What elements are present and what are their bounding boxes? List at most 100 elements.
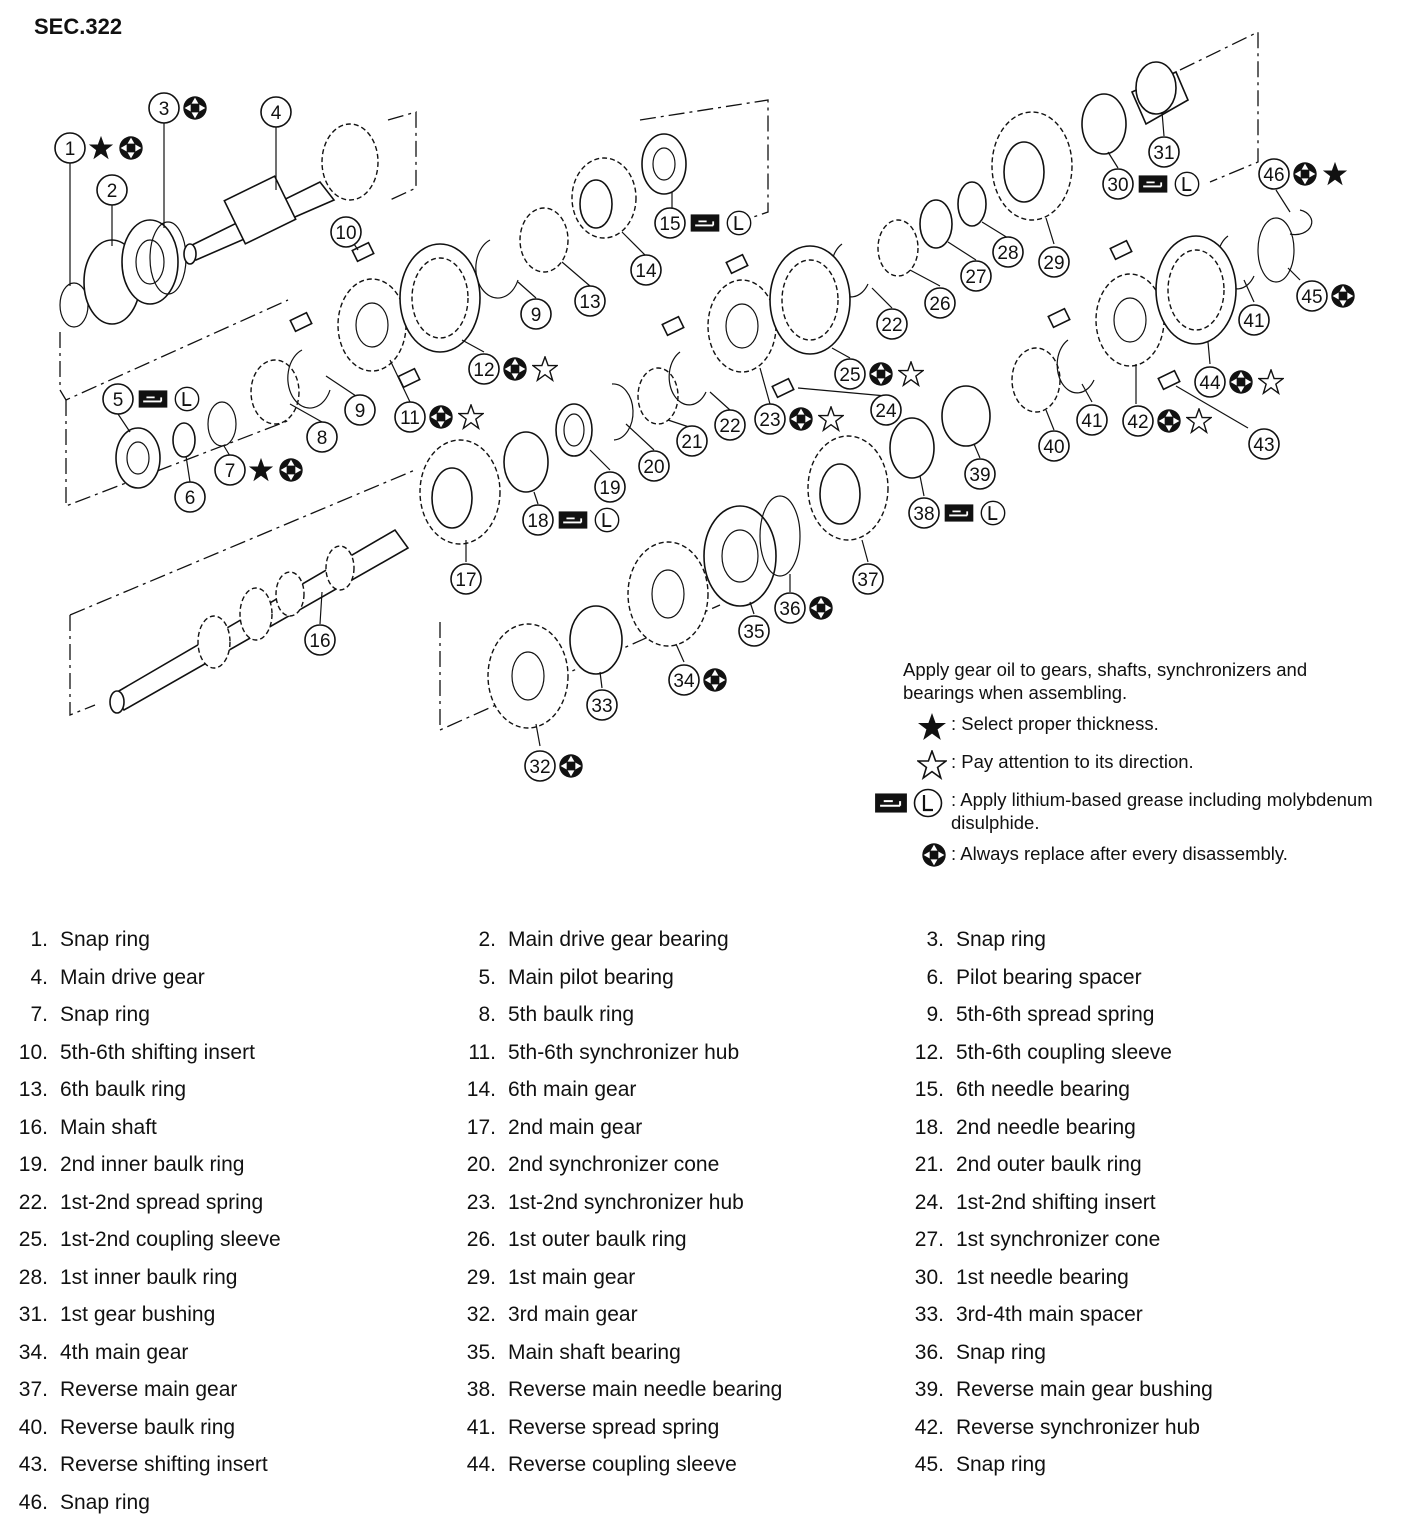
callout-circle: [1122, 405, 1154, 437]
part-number: 35.: [466, 1340, 496, 1364]
callout-circle: [54, 132, 86, 164]
snap-ring-36: [759, 495, 801, 577]
snap-ring-7: [207, 401, 237, 447]
callout-circle: [1238, 304, 1270, 336]
spread-spring-9a: [287, 349, 331, 409]
part-name: Reverse synchronizer hub: [956, 1415, 1200, 1439]
callout-30: 30: [1102, 168, 1200, 200]
callout-circle: [174, 481, 206, 513]
callout-number: 13: [579, 292, 600, 313]
main-pilot-bearing: [115, 427, 161, 489]
callout-number: 11: [400, 408, 420, 429]
part-name: Reverse main needle bearing: [508, 1378, 783, 1401]
shifting-insert-10b: [289, 311, 313, 333]
callout-number: 37: [857, 570, 878, 591]
grease-icon: [557, 511, 589, 529]
callout-number: 8: [317, 428, 328, 449]
callout-42: 42: [1122, 405, 1212, 437]
callout-39: 39: [964, 458, 996, 490]
callout-24: 24: [870, 394, 902, 426]
part-number: 23.: [466, 1190, 496, 1214]
part-number: 43.: [18, 1453, 48, 1476]
part-number: 34.: [18, 1340, 48, 1364]
part-name: 1st-2nd coupling sleeve: [60, 1228, 281, 1251]
grease-lithium-icon: [873, 788, 947, 818]
part-number: 26.: [466, 1228, 496, 1251]
callout-number: 41: [1081, 411, 1102, 432]
callout-6: 6: [174, 481, 206, 513]
callout-circle: [594, 471, 626, 503]
callout-circle: [754, 403, 786, 435]
callout-number: 19: [599, 478, 620, 499]
callout-43: 43: [1248, 428, 1280, 460]
callout-34: 34: [668, 664, 727, 696]
callout-circle: [102, 383, 134, 415]
callout-number: 18: [527, 511, 548, 532]
guide-line: [1179, 30, 1259, 183]
callout-41: 41: [1076, 404, 1108, 436]
callout-circle: [834, 358, 866, 390]
lithium-l-icon: [594, 507, 620, 533]
second-synchronizer-cone: [611, 383, 634, 441]
part-name: Reverse baulk ring: [60, 1415, 236, 1439]
part-name: 2nd inner baulk ring: [60, 1153, 245, 1176]
callout-circle: [638, 450, 670, 482]
callout-number: 32: [529, 757, 550, 778]
part-name: 1st needle bearing: [956, 1265, 1129, 1289]
part-name: 5th-6th spread spring: [956, 1003, 1155, 1026]
part-name: 2nd outer baulk ring: [956, 1153, 1142, 1176]
part-name: Snap ring: [60, 1490, 150, 1514]
grease-icon: [943, 504, 975, 522]
lithium-l-icon: [174, 386, 200, 412]
callout-number: 27: [965, 267, 986, 288]
part-number: 24.: [914, 1190, 944, 1214]
callout-13: 13: [574, 285, 606, 317]
callout-number: 40: [1043, 437, 1064, 458]
callout-circle: [468, 353, 500, 385]
main-shaft-gear-c: [275, 571, 305, 617]
part-name: Main pilot bearing: [508, 965, 674, 989]
section-label: SEC.322: [34, 14, 123, 39]
replace-icon: [869, 362, 893, 386]
callout-21: 21: [676, 425, 708, 457]
callout-5: 5: [102, 383, 200, 415]
callout-40: 40: [1038, 430, 1070, 462]
legend-lithium-grease: : Apply lithium-based grease including m…: [873, 788, 1373, 834]
callout-number: 38: [913, 504, 934, 525]
part-number: 40.: [18, 1415, 48, 1439]
guide-line: [439, 604, 721, 732]
replace-icon: [703, 668, 727, 692]
callout-circle: [870, 394, 902, 426]
callout-circle: [96, 174, 128, 206]
callout-45: 45: [1296, 280, 1355, 312]
callout-circle: [668, 664, 700, 696]
replace-icon: [1157, 409, 1181, 433]
callout-31: 31: [1148, 136, 1180, 168]
replace-icon: [559, 754, 583, 778]
part-number: 20.: [466, 1153, 496, 1176]
part-number: 3.: [926, 928, 944, 951]
part-number: 6.: [926, 965, 944, 989]
callout-number: 29: [1043, 253, 1064, 274]
callout-circle: [1038, 246, 1070, 278]
white-star-icon: [898, 361, 924, 386]
callout-circle: [852, 563, 884, 595]
part-number: 32.: [466, 1303, 496, 1326]
replace-icon: [279, 458, 303, 482]
parts-drawing: [59, 61, 1313, 729]
part-number: 25.: [18, 1228, 48, 1251]
callout-circle: [676, 425, 708, 457]
snap-ring-46: [1289, 209, 1313, 236]
part-name: 1st inner baulk ring: [60, 1265, 238, 1289]
callout-number: 10: [335, 223, 356, 244]
grease-icon: [689, 214, 721, 232]
callout-37: 37: [852, 563, 884, 595]
part-name: Main shaft: [60, 1115, 157, 1139]
part-number: 29.: [466, 1265, 496, 1289]
part-number: 12.: [914, 1040, 944, 1064]
fourth-main-gear: [627, 541, 709, 647]
legend-select-thickness: : Select proper thickness.: [903, 712, 1373, 742]
black-star-icon: [1322, 161, 1348, 186]
shifting-insert-24a: [725, 253, 749, 275]
